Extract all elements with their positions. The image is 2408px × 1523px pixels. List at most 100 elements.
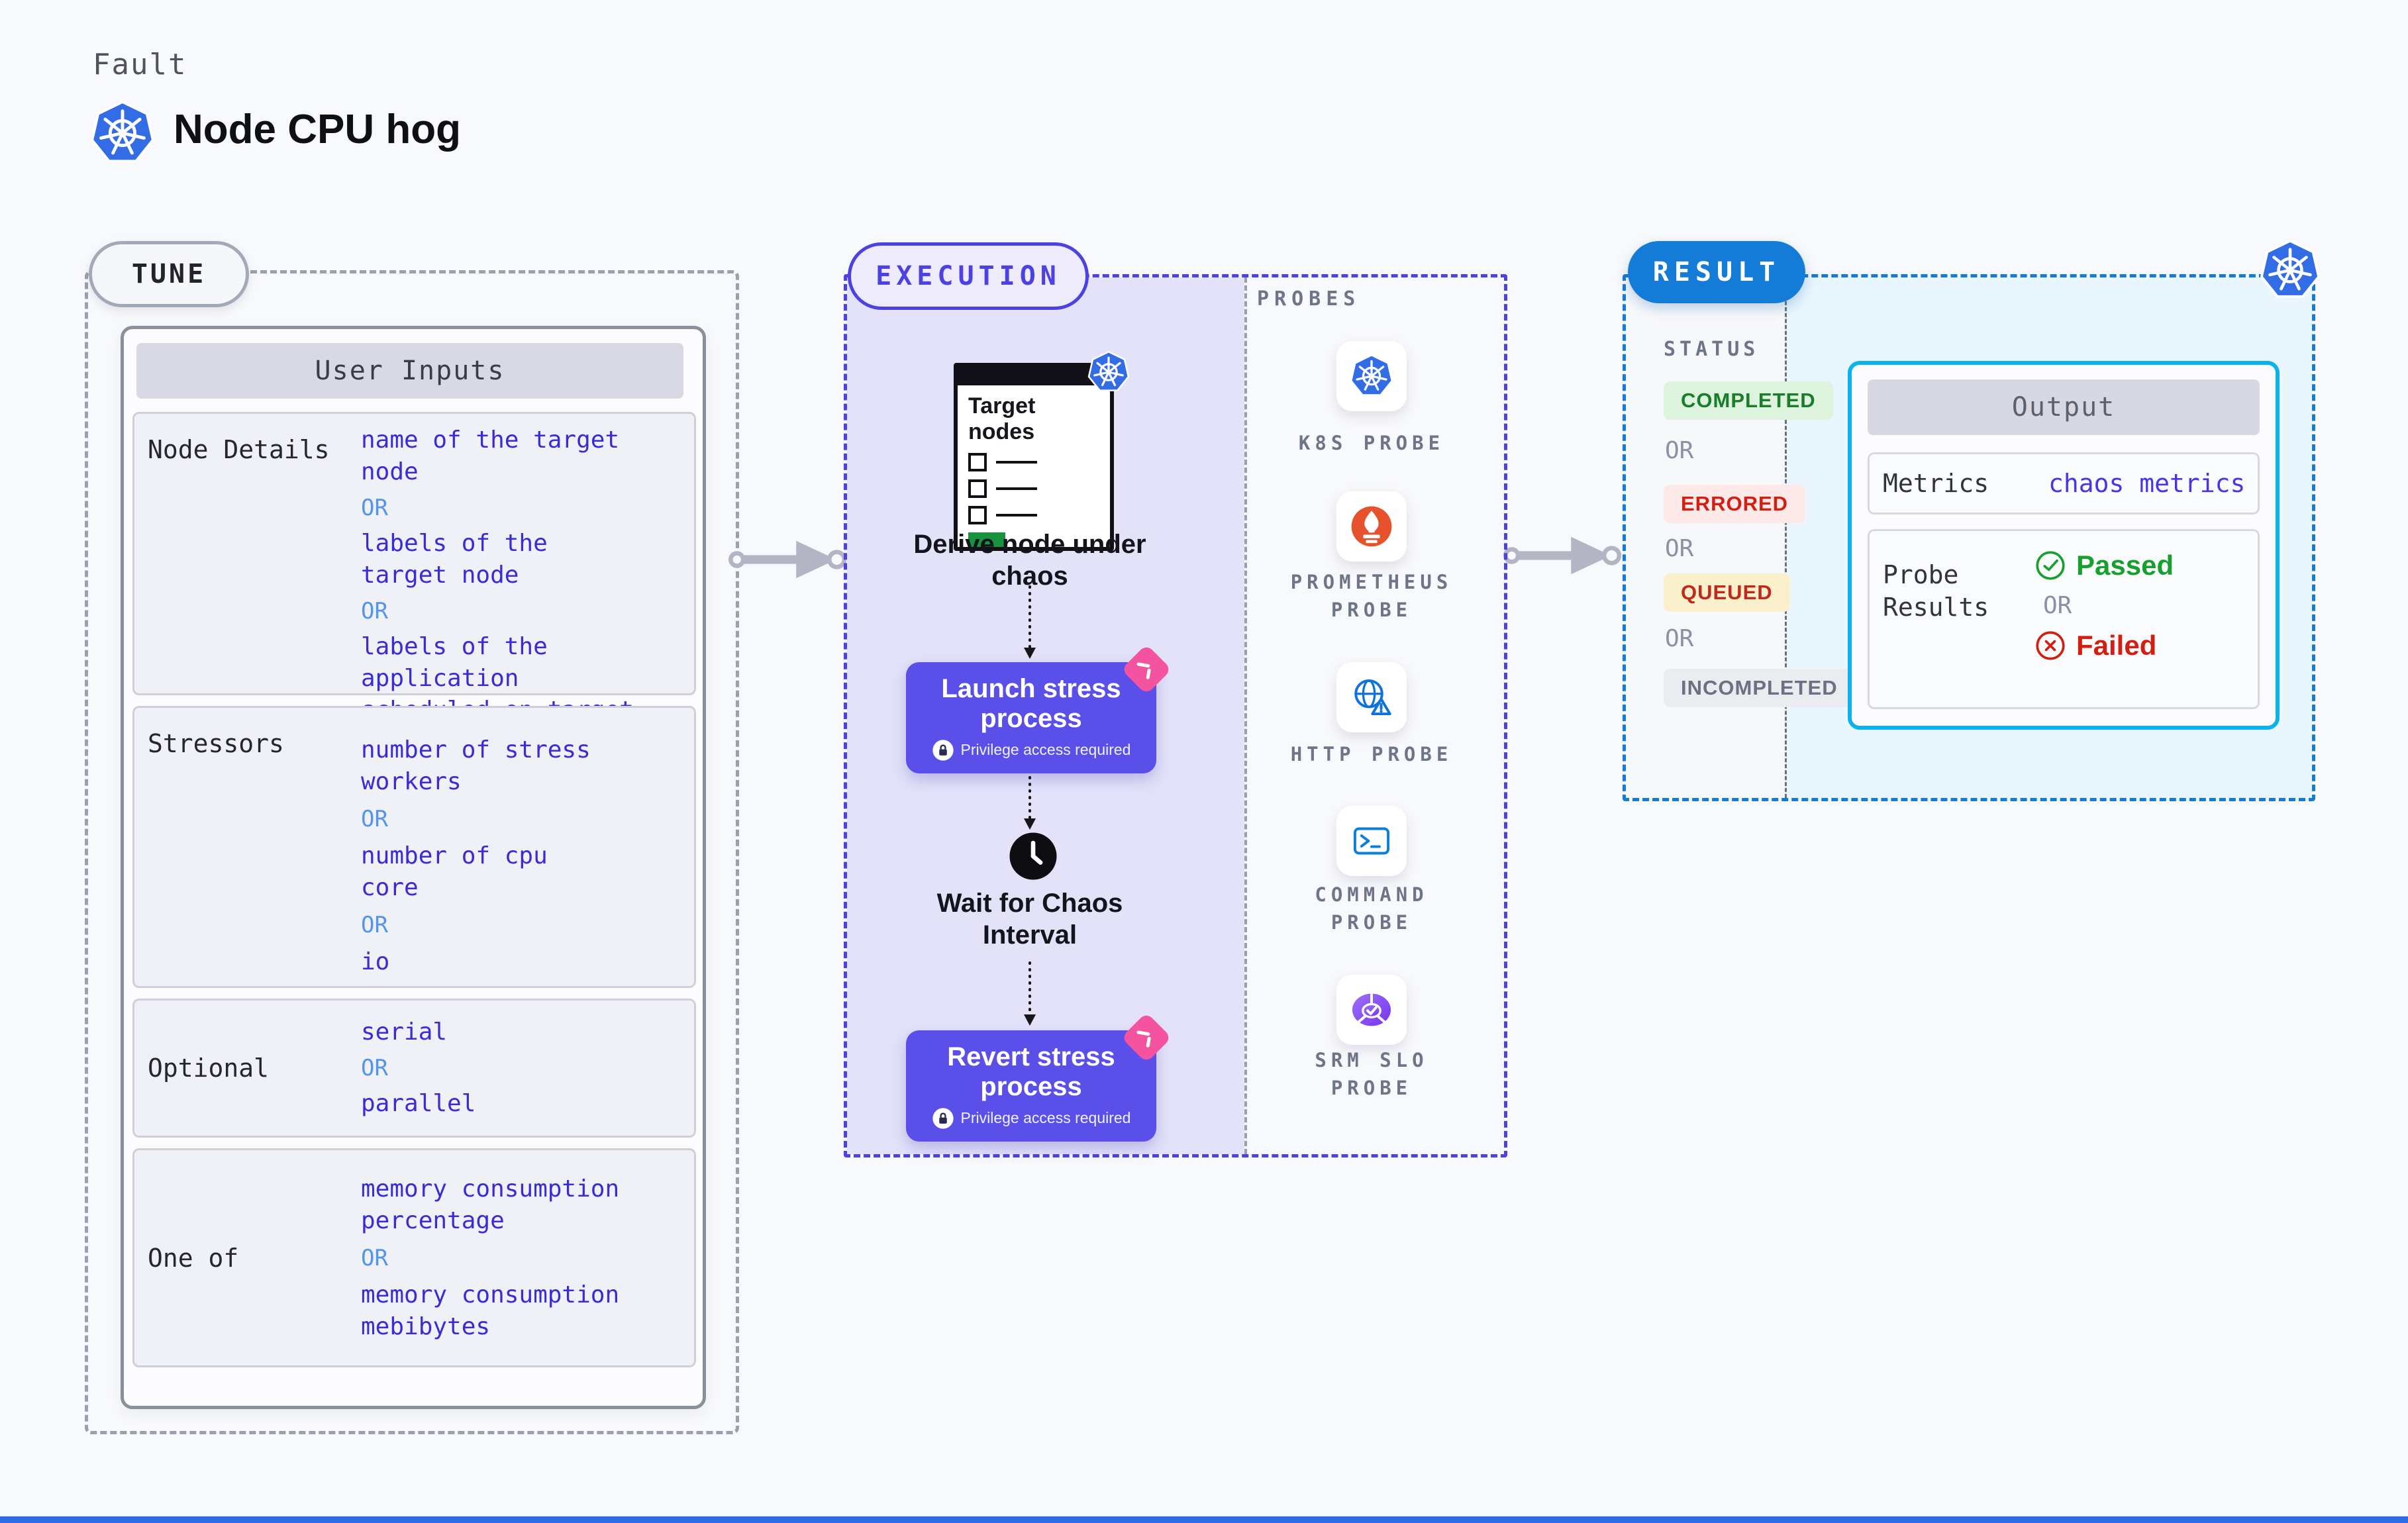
row-values: serial OR parallel	[361, 1001, 694, 1136]
or-label: OR	[361, 912, 388, 938]
row-values: name of the target node OR labels of the…	[361, 414, 694, 756]
check-circle-icon	[2035, 550, 2066, 581]
probe-label: K8S PROBE	[1298, 432, 1445, 454]
probe-card-k8s	[1336, 341, 1407, 411]
wait-chaos-interval-label: Wait for Chaos Interval	[936, 889, 1123, 950]
tune-badge: TUNE	[89, 241, 249, 307]
step-label: Revert stress process	[947, 1042, 1115, 1101]
target-nodes-title: Target nodes	[968, 393, 1036, 445]
metrics-label: Metrics	[1883, 469, 1989, 498]
row-label: Node Details	[148, 435, 330, 464]
fault-kicker: Fault	[93, 48, 187, 81]
result-badge: RESULT	[1628, 241, 1805, 303]
derive-node-step-label: Derive node under chaos	[913, 530, 1146, 591]
probe-card-http	[1336, 662, 1407, 732]
option-value: number of stress workers	[361, 736, 591, 795]
option-value: parallel	[361, 1090, 476, 1117]
checkbox-icon	[968, 453, 987, 472]
passed-result: Passed	[2035, 550, 2174, 581]
slo-gauge-icon	[1350, 988, 1393, 1032]
privilege-text: Privilege access required	[960, 741, 1131, 759]
probe-label: COMMAND PROBE	[1315, 883, 1429, 934]
node-list-item	[968, 479, 1110, 499]
target-nodes-card: Target nodes	[954, 363, 1114, 551]
checkbox-icon	[968, 479, 987, 499]
or-label: OR	[1665, 535, 1694, 562]
status-output-divider	[1785, 277, 1787, 798]
status-badge-errored: ERRORED	[1664, 485, 1806, 523]
option-value: name of the target node	[361, 426, 620, 485]
x-circle-icon	[2035, 630, 2066, 661]
probe-label: PROMETHEUS PROBE	[1290, 571, 1453, 622]
card-body: Target nodes	[958, 385, 1110, 548]
output-panel: Output Metrics chaos metrics Probe Resul…	[1848, 361, 2280, 730]
option-value: serial	[361, 1018, 448, 1046]
line	[996, 514, 1037, 517]
launch-stress-process-step: Launch stress process Privilege access r…	[906, 644, 1172, 773]
privilege-note: Privilege access required	[906, 739, 1156, 762]
line	[996, 487, 1037, 491]
or-label: OR	[361, 1244, 388, 1271]
execution-probes-divider	[1244, 277, 1247, 1154]
tune-section	[85, 270, 739, 1434]
row-label: One of	[148, 1243, 239, 1273]
revert-stress-process-step: Revert stress process Privilege access r…	[906, 1012, 1172, 1142]
row-label: Stressors	[148, 729, 284, 758]
node-list-item	[968, 506, 1110, 525]
terminal-icon	[1350, 819, 1393, 863]
option-value: io	[361, 948, 390, 975]
row-label: Optional	[148, 1054, 270, 1083]
failed-label: Failed	[2076, 630, 2157, 661]
option-value: number of cpu core	[361, 842, 548, 901]
or-label: OR	[2043, 592, 2072, 619]
probe-card-srm-slo	[1336, 975, 1407, 1045]
execution-badge: EXECUTION	[848, 242, 1089, 310]
input-row-one-of: One of memory consumption percentage OR …	[132, 1148, 696, 1367]
or-label: OR	[361, 806, 388, 832]
prometheus-icon	[1350, 505, 1393, 548]
privilege-text: Privilege access required	[960, 1109, 1131, 1127]
probe-label: HTTP PROBE	[1290, 743, 1453, 765]
output-header: Output	[1868, 379, 2260, 435]
status-title: STATUS	[1664, 338, 1760, 361]
option-value: labels of the target node	[361, 530, 548, 589]
page-title: Node CPU hog	[174, 107, 461, 152]
probe-results-values: Passed OR Failed	[2035, 550, 2174, 662]
step-label: Launch stress process	[941, 674, 1121, 733]
privilege-note: Privilege access required	[906, 1107, 1156, 1130]
input-row-node-details: Node Details name of the target node OR …	[132, 412, 696, 756]
kubernetes-icon	[2260, 240, 2321, 301]
lock-icon	[932, 739, 954, 762]
row-values: number of stress workers OR number of cp…	[361, 708, 694, 986]
option-value: memory consumption percentage	[361, 1175, 620, 1234]
status-badge-incompleted: INCOMPLETED	[1664, 669, 1855, 707]
failed-result: Failed	[2035, 630, 2174, 662]
checkbox-icon	[968, 506, 987, 525]
passed-label: Passed	[2076, 550, 2174, 581]
input-row-stressors: Stressors number of stress workers OR nu…	[132, 706, 696, 988]
or-label: OR	[361, 495, 388, 521]
bottom-accent-bar	[0, 1516, 2408, 1523]
flow-arrow-tune-to-execution	[727, 538, 849, 581]
dotted-arrow-down	[1024, 585, 1036, 659]
or-label: OR	[1665, 437, 1694, 464]
probes-title: PROBES	[1257, 287, 1361, 311]
kubernetes-icon	[90, 101, 155, 166]
option-value: memory consumption mebibytes	[361, 1281, 620, 1340]
dotted-arrow-down	[1024, 961, 1036, 1026]
metrics-row: Metrics chaos metrics	[1868, 452, 2260, 515]
row-values: memory consumption percentage OR memory …	[361, 1150, 694, 1365]
status-badge-completed: COMPLETED	[1664, 381, 1833, 420]
probe-label: SRM SLO PROBE	[1315, 1049, 1429, 1100]
http-globe-icon	[1350, 675, 1393, 719]
or-label: OR	[361, 1055, 388, 1081]
clock-icon	[1009, 832, 1058, 881]
or-label: OR	[361, 598, 388, 624]
kubernetes-icon	[1350, 354, 1393, 398]
probe-results-row: Probe Results Passed OR Failed	[1868, 529, 2260, 709]
or-label: OR	[1665, 625, 1694, 652]
probe-results-label: Probe Results	[1883, 560, 1989, 622]
card-title-bar	[958, 367, 1110, 385]
status-badge-queued: QUEUED	[1664, 573, 1790, 612]
